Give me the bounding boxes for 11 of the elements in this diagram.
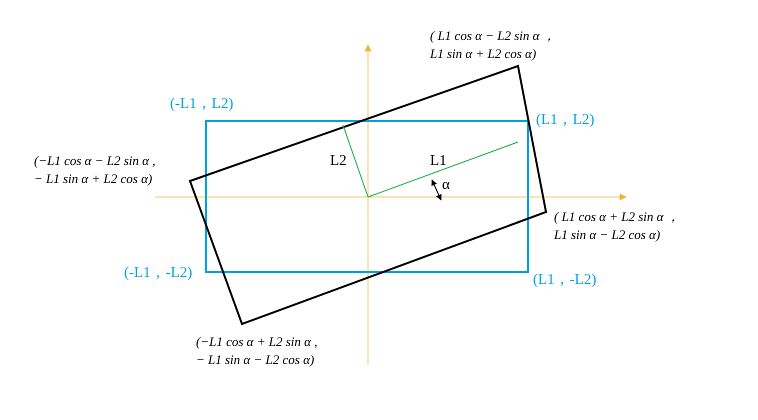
coordinate-label: (-L1，-L2) xyxy=(124,264,194,282)
length-label: L2 xyxy=(330,152,348,170)
coordinate-label: (L1，-L2) xyxy=(533,271,598,289)
coordinate-formula: (−L1 cos α − L2 sin α , − L1 sin α + L2 cos α) xyxy=(34,152,156,188)
coordinate-label: (-L1，L2) xyxy=(170,95,234,113)
coordinate-formula: (−L1 cos α + L2 sin α , − L1 sin α − L2 cos α) xyxy=(196,333,318,369)
coordinate-formula: ( L1 cos α − L2 sin α ， L1 sin α + L2 cos α) xyxy=(430,27,557,63)
coordinate-label: (L1，L2) xyxy=(536,111,596,129)
coordinate-formula: ( L1 cos α + L2 sin α ， L1 sin α − L2 cos α) xyxy=(554,208,681,244)
length-label: α xyxy=(442,176,451,194)
length-label: L1 xyxy=(430,152,448,170)
